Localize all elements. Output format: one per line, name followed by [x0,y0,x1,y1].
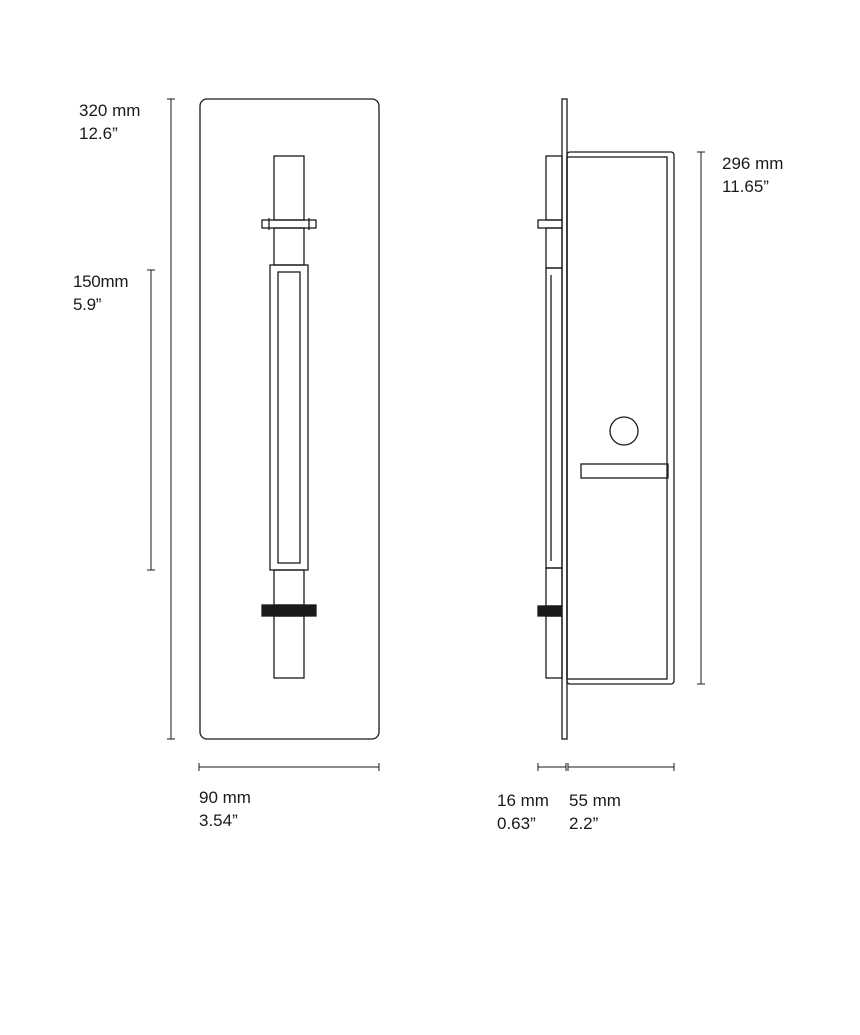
side-height-label: 296 mm 11.65” [722,152,783,198]
bar-depth-label: 16 mm 0.63” [497,789,549,835]
box-depth-imperial: 2.2” [569,814,599,833]
bar-length-metric: 150mm [73,272,129,291]
front-top-connector [273,227,305,266]
front-height-label: 320 mm 12.6” [79,99,140,145]
side-bottom-connector [545,567,563,607]
front-height-imperial: 12.6” [79,124,118,143]
front-width-metric: 90 mm [199,788,251,807]
side-top-bracket [537,219,563,229]
front-dimension-lines [147,98,380,771]
bar-length-label: 150mm 5.9” [73,270,128,316]
side-height-metric: 296 mm [722,154,784,173]
front-plate [199,98,380,740]
front-view [199,98,380,740]
front-height-metric: 320 mm [79,101,141,120]
switch-knob [609,416,639,446]
front-top-cap [273,155,305,221]
side-top-connector [545,227,563,269]
front-bottom-cap [273,615,305,679]
side-top-cap [545,155,563,221]
side-bottom-bracket [537,605,563,617]
bar-depth-imperial: 0.63” [497,814,536,833]
switch-slot [580,463,669,479]
side-height-imperial: 11.65” [722,177,769,196]
box-depth-label: 55 mm 2.2” [569,789,621,835]
side-dimension-lines [537,151,705,771]
side-view [537,98,675,740]
front-width-imperial: 3.54” [199,811,238,830]
side-wall-plate [561,98,568,740]
front-bottom-connector [273,569,305,606]
box-depth-metric: 55 mm [569,791,621,810]
front-bottom-bracket [261,604,317,617]
bar-depth-metric: 16 mm [497,791,549,810]
side-bottom-cap [545,615,563,679]
front-light-bar [269,264,309,571]
front-width-label: 90 mm 3.54” [199,786,251,832]
front-top-bracket [261,219,317,229]
bar-length-imperial: 5.9” [73,295,102,314]
side-light-bar [545,267,563,569]
